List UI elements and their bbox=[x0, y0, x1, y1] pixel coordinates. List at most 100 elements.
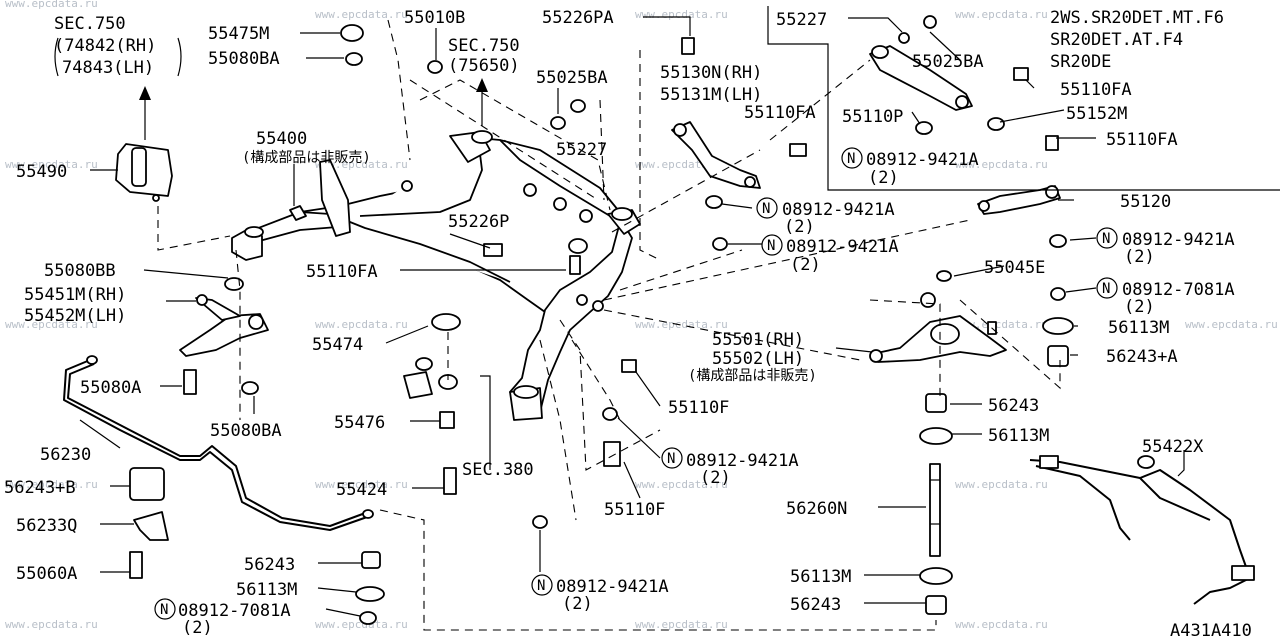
fastener-icons bbox=[129, 24, 1067, 625]
part-label[interactable]: 55080A bbox=[80, 378, 141, 398]
nut-part-number[interactable]: 08912-9421A bbox=[782, 200, 895, 220]
nut-part-number[interactable]: 08912-7081A bbox=[1122, 280, 1235, 300]
part-label[interactable]: 56233Q bbox=[16, 516, 77, 536]
part-label[interactable]: 55452M(LH) bbox=[24, 306, 126, 326]
link-55130N bbox=[671, 121, 761, 189]
part-label[interactable]: 56243 bbox=[988, 396, 1039, 416]
part-label[interactable]: 55110FA bbox=[306, 262, 378, 282]
quantity: (2) bbox=[868, 168, 899, 188]
harness-55422X bbox=[1029, 459, 1251, 605]
arrow-up-icon bbox=[476, 78, 488, 92]
part-label[interactable]: 55110FA bbox=[744, 103, 816, 123]
part-label[interactable]: 55501(RH) bbox=[712, 330, 804, 350]
part-label[interactable]: 56113M bbox=[988, 426, 1049, 446]
svg-text:N: N bbox=[762, 201, 770, 217]
watermark: www.epcdata.ru bbox=[635, 618, 728, 631]
watermark: www.epcdata.ru bbox=[635, 318, 728, 331]
part-label[interactable]: 56113M bbox=[790, 567, 851, 587]
section-ref[interactable]: SEC.750 bbox=[54, 14, 126, 34]
part-label[interactable]: 56243 bbox=[790, 595, 841, 615]
part-label[interactable]: 55226PA bbox=[542, 8, 614, 28]
part-label[interactable]: 55451M(RH) bbox=[24, 285, 126, 305]
nut-symbol-icon bbox=[761, 234, 783, 256]
bracket bbox=[54, 37, 59, 77]
part-label[interactable]: 55131M(LH) bbox=[660, 85, 762, 105]
nut-part-number[interactable]: 08912-9421A bbox=[556, 577, 669, 597]
part-label[interactable]: 55080BA bbox=[210, 421, 282, 441]
part-label[interactable]: 56113M bbox=[236, 580, 297, 600]
part-label[interactable]: 55025BA bbox=[536, 68, 608, 88]
part-label[interactable]: 55152M bbox=[1066, 104, 1127, 124]
bracket bbox=[177, 37, 182, 77]
nut-part-number[interactable]: 08912-7081A bbox=[178, 601, 291, 621]
svg-text:N: N bbox=[1102, 281, 1110, 297]
part-label[interactable]: 55120 bbox=[1120, 192, 1171, 212]
part-label[interactable]: 55400 bbox=[256, 129, 307, 149]
svg-text:N: N bbox=[1102, 231, 1110, 247]
part-label[interactable]: 55490 bbox=[16, 162, 67, 182]
section-ref[interactable]: 74843(LH) bbox=[62, 58, 154, 78]
part-label[interactable]: 55475M bbox=[208, 24, 269, 44]
part-label[interactable]: 55060A bbox=[16, 564, 77, 584]
spec-header: 2WS.SR20DET.MT.F6 SR20DET.AT.F4 SR20DE A… bbox=[1050, 8, 1252, 640]
quantity: (2) bbox=[790, 255, 821, 275]
quantity: (2) bbox=[784, 217, 815, 237]
section-ref[interactable]: (75650) bbox=[448, 56, 520, 76]
nut-part-number[interactable]: 08912-9421A bbox=[866, 150, 979, 170]
watermark: www.epcdata.ru bbox=[955, 8, 1048, 21]
bushing-56243B bbox=[129, 467, 165, 501]
watermark: www.epcdata.ru bbox=[5, 0, 98, 10]
part-label[interactable]: 56243 bbox=[244, 555, 295, 575]
part-callouts: SEC.750 (74842(RH) 74843(LH) 55475M 5508… bbox=[4, 8, 1235, 638]
part-label[interactable]: 55476 bbox=[334, 413, 385, 433]
part-label[interactable]: 56113M bbox=[1108, 318, 1169, 338]
figure-code: A431A410 bbox=[1170, 621, 1252, 640]
watermark: www.epcdata.ru bbox=[5, 318, 98, 331]
section-ref[interactable]: (74842(RH) bbox=[54, 36, 156, 56]
part-label[interactable]: 55110FA bbox=[1106, 130, 1178, 150]
nut-part-number[interactable]: 08912-9421A bbox=[1122, 230, 1235, 250]
crossmember-55400 bbox=[231, 130, 641, 421]
part-label[interactable]: 55227 bbox=[556, 140, 607, 160]
part-label[interactable]: 55080BB bbox=[44, 261, 116, 281]
spec-line: SR20DE bbox=[1050, 52, 1111, 72]
part-label[interactable]: 55110FA bbox=[1060, 80, 1132, 100]
part-label[interactable]: 56260N bbox=[786, 499, 847, 519]
part-note: (構成部品は非販売) bbox=[242, 150, 371, 166]
part-label[interactable]: 55010B bbox=[404, 8, 465, 28]
watermark: www.epcdata.ru bbox=[955, 158, 1048, 171]
part-label[interactable]: 55045E bbox=[984, 258, 1045, 278]
watermarks: www.epcdata.ru www.epcdata.ru www.epcdat… bbox=[5, 0, 1278, 631]
stabilizer-bar-56230 bbox=[63, 359, 371, 531]
part-label[interactable]: 55025BA bbox=[912, 52, 984, 72]
part-label[interactable]: 56230 bbox=[40, 445, 91, 465]
nut-symbol-icon bbox=[1096, 227, 1118, 249]
nut-symbol-icon bbox=[756, 197, 778, 219]
quantity: (2) bbox=[182, 618, 213, 638]
part-label[interactable]: 55130N(RH) bbox=[660, 63, 762, 83]
part-label[interactable]: 55474 bbox=[312, 335, 363, 355]
part-label[interactable]: 55424 bbox=[336, 480, 387, 500]
upper-link-55120 bbox=[977, 185, 1061, 215]
nut-part-number[interactable]: 08912-9421A bbox=[786, 237, 899, 257]
part-label[interactable]: 55227 bbox=[776, 10, 827, 30]
part-label[interactable]: 55110F bbox=[604, 500, 665, 520]
nut-part-number[interactable]: 08912-9421A bbox=[686, 451, 799, 471]
watermark: www.epcdata.ru bbox=[315, 318, 408, 331]
watermark: www.epcdata.ru bbox=[5, 618, 98, 631]
part-label[interactable]: 55422X bbox=[1142, 437, 1204, 457]
rear-link-55110P bbox=[869, 45, 973, 111]
nut-symbol-icon bbox=[154, 598, 176, 620]
part-label[interactable]: 55226P bbox=[448, 212, 509, 232]
section-ref[interactable]: SEC.750 bbox=[448, 36, 520, 56]
watermark: www.epcdata.ru bbox=[5, 478, 98, 491]
spec-line: 2WS.SR20DET.MT.F6 bbox=[1050, 8, 1224, 28]
nut-symbol-icon bbox=[661, 447, 683, 469]
part-label[interactable]: 56243+A bbox=[1106, 347, 1178, 367]
part-label[interactable]: 55110P bbox=[842, 107, 903, 127]
part-label[interactable]: 56243+B bbox=[4, 478, 76, 498]
part-label[interactable]: 55110F bbox=[668, 398, 729, 418]
section-ref[interactable]: SEC.380 bbox=[462, 460, 534, 480]
part-label[interactable]: 55502(LH) bbox=[712, 349, 804, 369]
part-label[interactable]: 55080BA bbox=[208, 49, 280, 69]
